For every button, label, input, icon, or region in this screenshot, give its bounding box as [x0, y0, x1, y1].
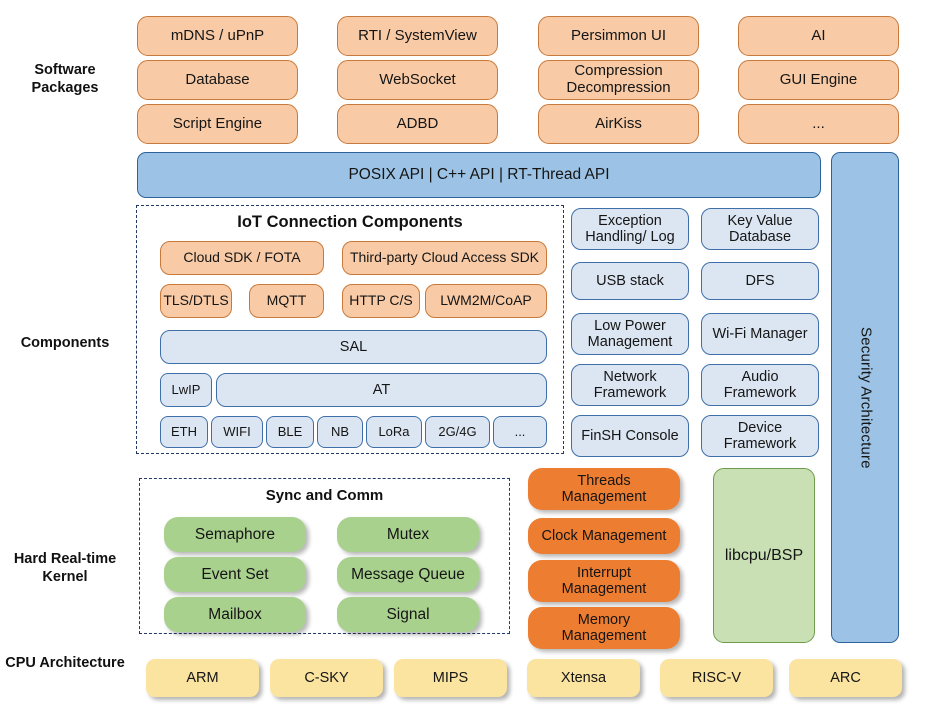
- cpu-arch-box[interactable]: MIPS: [394, 659, 507, 697]
- iot-group-title: IoT Connection Components: [237, 213, 463, 231]
- package-box[interactable]: ADBD: [337, 104, 498, 144]
- package-box[interactable]: AirKiss: [538, 104, 699, 144]
- package-box[interactable]: GUI Engine: [738, 60, 899, 100]
- row-label-software-packages: Software Packages: [31, 62, 99, 96]
- package-box[interactable]: Compression Decompression: [538, 60, 699, 100]
- package-box[interactable]: ...: [738, 104, 899, 144]
- iot-link-box[interactable]: WIFI: [211, 416, 263, 448]
- api-bar[interactable]: POSIX API | C++ API | RT-Thread API: [137, 152, 821, 198]
- kernel-service-box[interactable]: Interrupt Management: [528, 560, 680, 602]
- sync-box[interactable]: Mailbox: [164, 597, 306, 632]
- iot-link-box[interactable]: BLE: [266, 416, 314, 448]
- iot-protocol-box[interactable]: MQTT: [249, 284, 324, 318]
- security-architecture-label: Security Architecture: [857, 326, 875, 469]
- component-box[interactable]: Wi-Fi Manager: [701, 313, 819, 355]
- component-box[interactable]: Low Power Management: [571, 313, 689, 355]
- component-box[interactable]: Key Value Database: [701, 208, 819, 250]
- row-label-cpu: CPU Architecture: [5, 655, 125, 671]
- cpu-arch-box[interactable]: C-SKY: [270, 659, 383, 697]
- component-box[interactable]: Network Framework: [571, 364, 689, 406]
- security-architecture-column[interactable]: Security Architecture: [831, 152, 899, 643]
- package-box[interactable]: Persimmon UI: [538, 16, 699, 56]
- sync-box[interactable]: Semaphore: [164, 517, 306, 552]
- iot-protocol-box[interactable]: LWM2M/CoAP: [425, 284, 547, 318]
- cpu-arch-box[interactable]: RISC-V: [660, 659, 773, 697]
- row-label-components: Components: [20, 335, 110, 351]
- package-box[interactable]: RTI / SystemView: [337, 16, 498, 56]
- row-label-kernel: Hard Real-time Kernel: [13, 551, 117, 585]
- sync-group-frame: [139, 478, 510, 634]
- iot-sal-box[interactable]: SAL: [160, 330, 547, 364]
- iot-sdk-box[interactable]: Cloud SDK / FOTA: [160, 241, 324, 275]
- sync-box[interactable]: Signal: [337, 597, 479, 632]
- component-box[interactable]: USB stack: [571, 262, 689, 300]
- cpu-arch-box[interactable]: ARM: [146, 659, 259, 697]
- cpu-arch-box[interactable]: ARC: [789, 659, 902, 697]
- package-box[interactable]: WebSocket: [337, 60, 498, 100]
- package-box[interactable]: Database: [137, 60, 298, 100]
- iot-at-box[interactable]: AT: [216, 373, 547, 407]
- iot-link-box[interactable]: ETH: [160, 416, 208, 448]
- iot-protocol-box[interactable]: HTTP C/S: [342, 284, 420, 318]
- sync-group-title: Sync and Comm: [265, 487, 384, 504]
- cpu-arch-box[interactable]: Xtensa: [527, 659, 640, 697]
- sync-box[interactable]: Mutex: [337, 517, 479, 552]
- package-box[interactable]: Script Engine: [137, 104, 298, 144]
- iot-lwip-box[interactable]: LwIP: [160, 373, 212, 407]
- iot-link-box[interactable]: LoRa: [366, 416, 422, 448]
- sync-box[interactable]: Event Set: [164, 557, 306, 592]
- component-box[interactable]: Audio Framework: [701, 364, 819, 406]
- sync-box[interactable]: Message Queue: [337, 557, 479, 592]
- iot-link-box[interactable]: NB: [317, 416, 363, 448]
- component-box[interactable]: DFS: [701, 262, 819, 300]
- iot-group-frame: [136, 205, 564, 454]
- package-box[interactable]: AI: [738, 16, 899, 56]
- libcpu-bsp-box[interactable]: libcpu/BSP: [713, 468, 815, 643]
- package-box[interactable]: mDNS / uPnP: [137, 16, 298, 56]
- kernel-service-box[interactable]: Threads Management: [528, 468, 680, 510]
- kernel-service-box[interactable]: Clock Management: [528, 518, 680, 554]
- iot-protocol-box[interactable]: TLS/DTLS: [160, 284, 232, 318]
- kernel-service-box[interactable]: Memory Management: [528, 607, 680, 649]
- component-box[interactable]: Device Framework: [701, 415, 819, 457]
- component-box[interactable]: Exception Handling/ Log: [571, 208, 689, 250]
- iot-link-box[interactable]: ...: [493, 416, 547, 448]
- iot-sdk-box[interactable]: Third-party Cloud Access SDK: [342, 241, 547, 275]
- iot-link-box[interactable]: 2G/4G: [425, 416, 490, 448]
- component-box[interactable]: FinSH Console: [571, 415, 689, 457]
